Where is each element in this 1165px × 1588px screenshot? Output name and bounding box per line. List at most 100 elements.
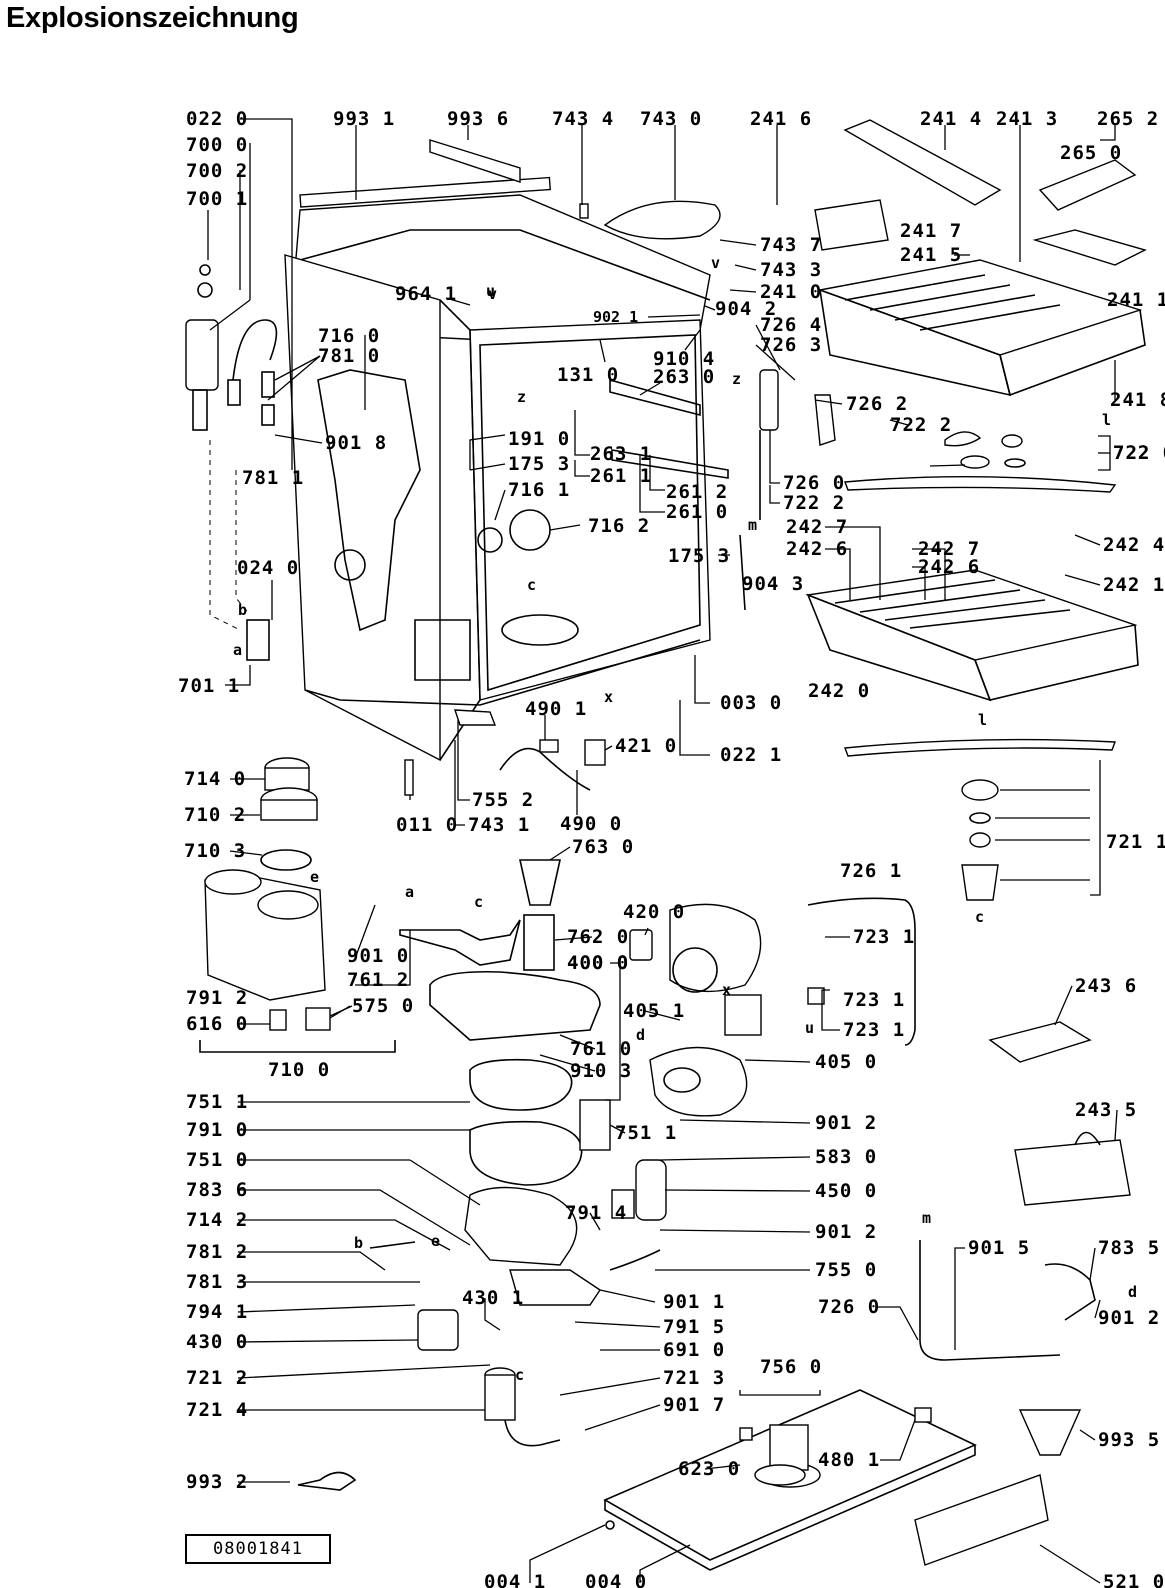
letter-marker: c: [975, 908, 984, 926]
part-label: 901 7: [663, 1394, 725, 1416]
letter-marker: d: [1128, 1283, 1137, 1301]
letter-marker: a: [405, 883, 414, 901]
part-label: 430 1: [462, 1287, 524, 1309]
letter-marker: m: [922, 1209, 931, 1227]
letter-marker: l: [1102, 411, 1111, 429]
letter-marker: v: [711, 254, 720, 272]
part-label: 265 2: [1097, 108, 1159, 130]
part-label: 902 1: [593, 308, 638, 326]
part-label: 904 2: [715, 298, 777, 320]
document-number-box: 08001841: [185, 1534, 331, 1564]
letter-marker: u: [805, 1019, 814, 1037]
part-label: 993 1: [333, 108, 395, 130]
part-label: 265 0: [1060, 142, 1122, 164]
part-label: 726 1: [840, 860, 902, 882]
part-label: 616 0: [186, 1013, 248, 1035]
part-label: 781 1: [242, 467, 304, 489]
letter-marker: b: [354, 1234, 363, 1252]
part-label: 722 2: [783, 492, 845, 514]
part-label: 721 2: [186, 1367, 248, 1389]
tank-group-label: 710 0: [268, 1059, 330, 1081]
part-label: 721 3: [663, 1367, 725, 1389]
part-label: 726 3: [760, 334, 822, 356]
part-label: 623 0: [678, 1458, 740, 1480]
part-label: 241 0: [760, 281, 822, 303]
part-label: 726 0: [783, 472, 845, 494]
motor-group-label: 400 0: [567, 952, 629, 974]
part-label: 743 3: [760, 259, 822, 281]
part-label: 901 2: [815, 1221, 877, 1243]
part-label: 242 7: [918, 538, 980, 560]
part-label: 004 0: [585, 1571, 647, 1588]
part-label: 691 0: [663, 1339, 725, 1361]
part-label: 243 5: [1075, 1099, 1137, 1121]
part-label: 243 6: [1075, 975, 1137, 997]
letter-markers: a b c d e x z m u v l a b c d e x z m u …: [233, 254, 1137, 1384]
part-label: 716 0: [318, 325, 380, 347]
part-label: 901 5: [968, 1237, 1030, 1259]
letter-marker: a: [233, 641, 242, 659]
part-label: 575 0: [352, 995, 414, 1017]
part-label: 910 3: [570, 1060, 632, 1082]
part-label: 993 2: [186, 1471, 248, 1493]
part-label: 721 4: [186, 1399, 248, 1421]
part-label: 751 0: [186, 1149, 248, 1171]
left-parts-drawing: [185, 264, 561, 1491]
part-label: 781 3: [186, 1271, 248, 1293]
part-label: 700 0: [186, 134, 248, 156]
part-label: 791 4: [565, 1202, 627, 1224]
part-label: 480 1: [818, 1449, 880, 1471]
part-label: 242 6: [918, 556, 980, 578]
part-label: 743 4: [552, 108, 614, 130]
part-label: 191 0: [508, 428, 570, 450]
part-label: 242 0: [808, 680, 870, 702]
part-label: 783 6: [186, 1179, 248, 1201]
cabinet-drawing: [284, 139, 729, 762]
labels-center: 964 1 902 1 904 2 910 4 131 0 263 0 191 …: [347, 283, 1164, 1588]
leader-lines: [207, 118, 1118, 1584]
part-label: 762 0: [567, 926, 629, 948]
part-label: 421 0: [615, 735, 677, 757]
part-label: 241 6: [750, 108, 812, 130]
part-label: 261 0: [666, 501, 728, 523]
part-label: 722 0: [1113, 442, 1165, 464]
lower-spray-group-label: 721 1: [1106, 831, 1165, 853]
part-label: 490 1: [525, 698, 587, 720]
part-label: 901 2: [815, 1112, 877, 1134]
part-label: 241 3: [996, 108, 1058, 130]
part-label: 763 0: [572, 836, 634, 858]
labels-top: 993 1 993 6 743 4 743 0 241 6 241 4 241 …: [333, 108, 1159, 164]
part-label: 175 3: [668, 545, 730, 567]
right-parts-drawing: [739, 119, 1147, 1456]
part-label: 241 1: [1107, 289, 1165, 311]
part-label: 242 7: [786, 516, 848, 538]
letter-marker: u: [486, 282, 495, 300]
part-label: 405 1: [623, 1000, 685, 1022]
letter-marker: z: [732, 370, 741, 388]
letter-marker: b: [238, 601, 247, 619]
part-label: 716 1: [508, 479, 570, 501]
part-label: 964 1: [395, 283, 457, 305]
part-label: 241 8: [1110, 389, 1165, 411]
part-label: 242 1: [1103, 574, 1165, 596]
part-label: 022 1: [720, 744, 782, 766]
part-label: 701 1: [178, 675, 240, 697]
letter-marker: m: [748, 516, 757, 534]
upper-spray-group-label: 722 0: [1113, 442, 1165, 464]
part-label: 710 2: [184, 804, 246, 826]
part-label: 241 5: [900, 244, 962, 266]
part-label: 716 2: [588, 515, 650, 537]
part-label: 405 0: [815, 1051, 877, 1073]
letter-marker: c: [515, 1366, 524, 1384]
part-label: 723 1: [843, 989, 905, 1011]
letter-marker: d: [636, 1026, 645, 1044]
part-label: 781 0: [318, 345, 380, 367]
part-label: 783 5: [1098, 1237, 1160, 1259]
part-label: 241 4: [920, 108, 982, 130]
part-label: 263 1: [590, 443, 652, 465]
part-label: 263 0: [653, 366, 715, 388]
part-label: 430 0: [186, 1331, 248, 1353]
part-label: 761 0: [570, 1038, 632, 1060]
part-label: 726 2: [846, 393, 908, 415]
